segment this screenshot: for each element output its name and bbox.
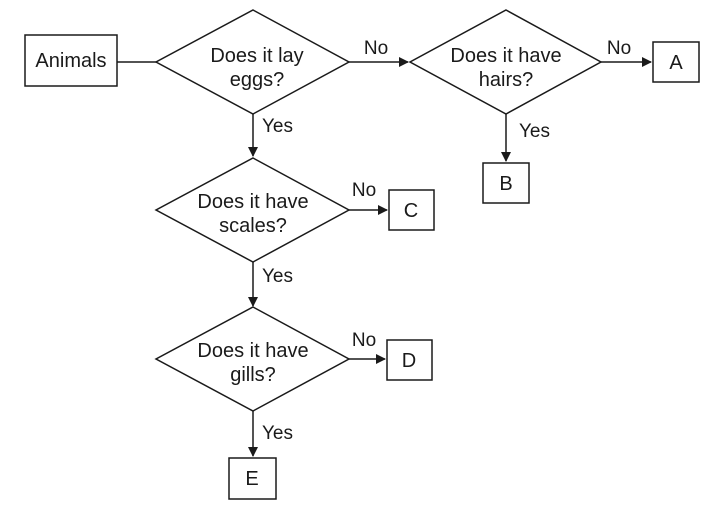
decision-q3-line2: scales? <box>219 215 287 237</box>
edge-label-q2-yes: Yes <box>519 121 550 142</box>
decision-q1-line1: Does it lay <box>210 45 303 67</box>
outcome-a <box>652 41 700 83</box>
decision-q4-line1: Does it have <box>197 340 308 362</box>
start-node-animals <box>24 34 118 87</box>
outcome-d <box>386 339 433 381</box>
outcome-c-label: C <box>404 200 418 222</box>
outcome-d-label: D <box>402 350 416 372</box>
edge-label-q3-yes: Yes <box>262 266 293 287</box>
start-node-label: Animals <box>35 50 106 72</box>
edge-label-q4-yes: Yes <box>262 423 293 444</box>
outcome-b <box>482 162 530 204</box>
decision-q4-has-gills <box>154 306 351 412</box>
decision-q2-line2: hairs? <box>479 69 533 91</box>
outcome-e-label: E <box>245 468 258 490</box>
outcome-a-label: A <box>669 52 683 74</box>
decision-q3-line1: Does it have <box>197 191 308 213</box>
decision-q2-has-hairs <box>408 9 603 115</box>
decision-q3-has-scales <box>154 157 351 263</box>
decision-q4-line2: gills? <box>230 364 276 386</box>
edge-label-q1-no: No <box>364 38 388 59</box>
edge-label-q2-no: No <box>607 38 631 59</box>
edge-label-q4-no: No <box>352 330 376 351</box>
outcome-e <box>228 457 277 500</box>
decision-q2-line1: Does it have <box>450 45 561 67</box>
decision-q1-lays-eggs <box>154 9 351 115</box>
edge-label-q1-yes: Yes <box>262 116 293 137</box>
outcome-c <box>388 189 435 231</box>
decision-q1-line2: eggs? <box>230 69 285 91</box>
outcome-b-label: B <box>499 173 512 195</box>
edge-label-q3-no: No <box>352 180 376 201</box>
